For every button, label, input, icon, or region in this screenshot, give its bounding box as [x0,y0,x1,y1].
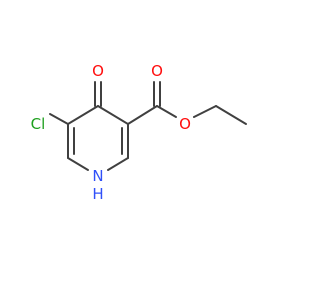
ring-nitrogen-atom-label: N [92,167,103,185]
bond-c3-c4 [97,105,129,125]
nitrogen-hydrogen-atom-label: H [92,185,103,203]
molecule-structure: Cl O O O N H [31,62,247,203]
bond-ch2-ch3 [215,105,247,125]
ketone-oxygen-atom-label: O [92,62,104,80]
bond-ester-o-ch2 [193,105,217,118]
chlorine-atom-label: Cl [31,115,46,133]
bond-c6-n1 [67,157,89,171]
molecule-canvas: Cl O O O N H [31,62,247,203]
ester-oxygen-atom-label: O [179,115,191,133]
bond-c5-cl [49,113,69,125]
bond-c4-c5 [67,105,99,125]
bond-carbonyl-c-ester-o [156,105,177,118]
carbonyl-oxygen-atom-label: O [151,62,163,80]
bond-c3-carbonyl-c [127,105,158,125]
bond-n1-c2 [107,157,129,171]
